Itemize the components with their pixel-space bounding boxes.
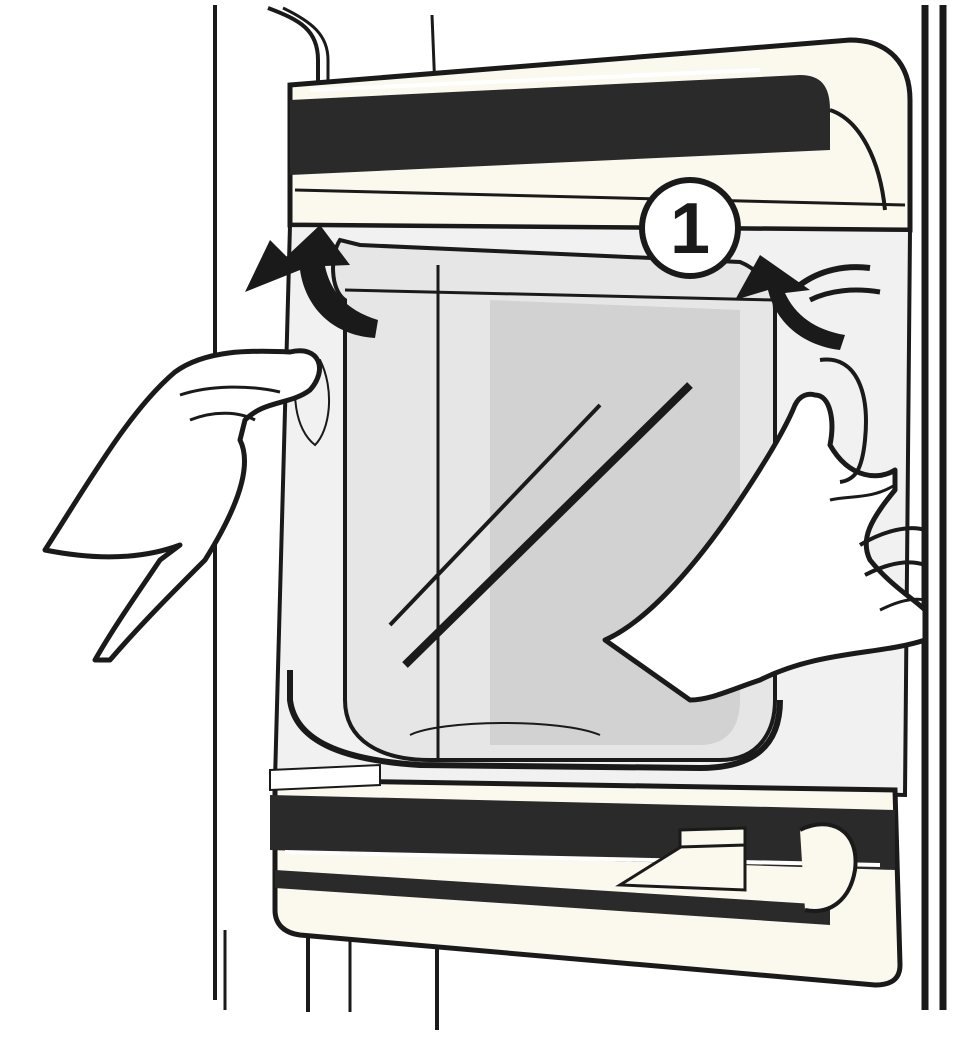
- top-cover: [290, 40, 910, 230]
- step-number-label: 1: [670, 189, 710, 269]
- step-number-badge: 1: [642, 180, 738, 276]
- bottom-tray: [270, 765, 900, 985]
